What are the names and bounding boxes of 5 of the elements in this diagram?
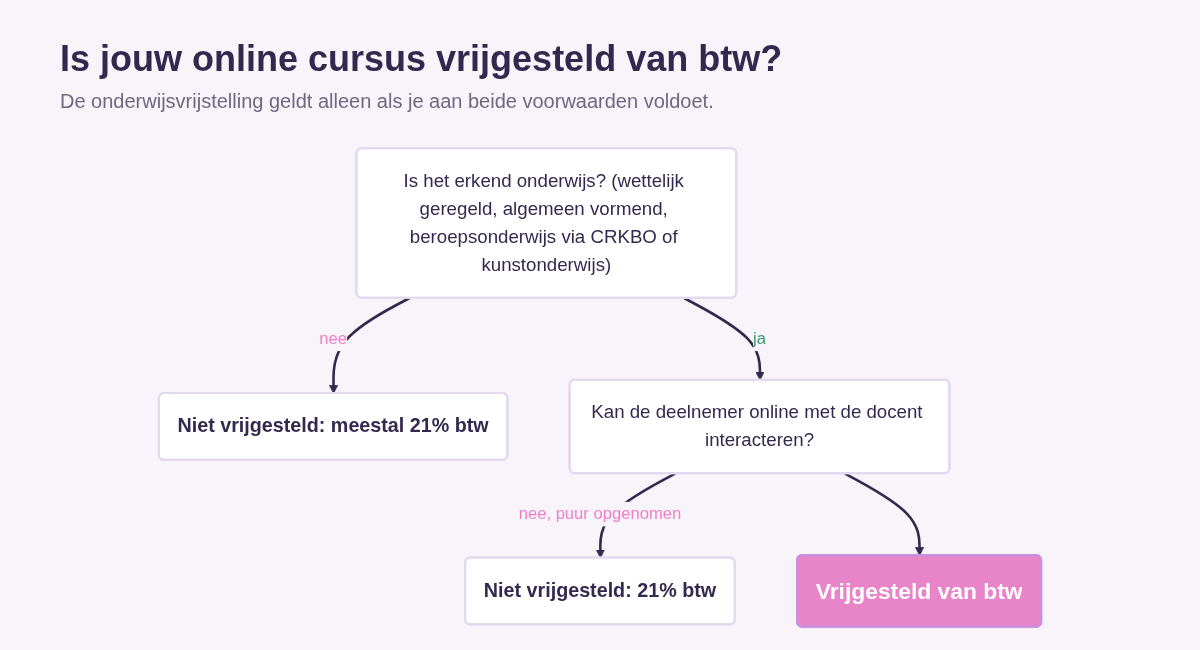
edge-label: ja [753,329,766,348]
edge-label: nee [319,329,347,348]
subtitle: De onderwijsvrijstelling geldt alleen als je aan beide voorwaarden voldoet. [60,90,715,113]
edge-label: nee, puur opgenomen [518,504,682,523]
title: Is jouw online cursus vrijgesteld van btw? [60,38,784,80]
